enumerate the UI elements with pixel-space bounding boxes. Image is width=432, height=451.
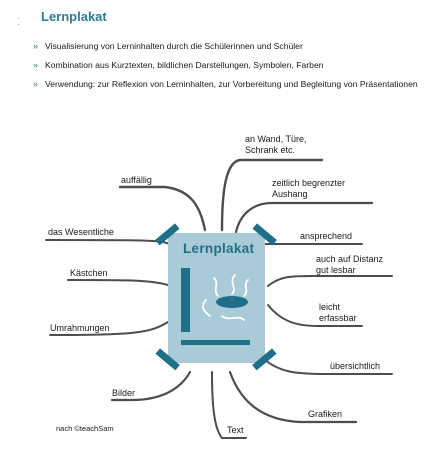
list-item: »Visualisierung von Lerninhalten durch d… bbox=[33, 41, 303, 51]
label-wesentliche: das Wesentliche bbox=[48, 227, 114, 237]
label-umrahmungen: Umrahmungen bbox=[50, 323, 110, 333]
label-grafiken: Grafiken bbox=[308, 409, 343, 419]
poster-text-column-icon bbox=[181, 268, 190, 332]
source-credit: nach ©teachSam bbox=[56, 424, 114, 433]
label-wand: an Wand, Türe, Schrank etc. bbox=[245, 134, 307, 155]
label-bilder: Bilder bbox=[112, 388, 136, 398]
bullet-marker-icon: » bbox=[33, 41, 39, 51]
list-item: »Verwendung: zur Reflexion von Lerninhal… bbox=[33, 79, 418, 89]
branch-text bbox=[211, 371, 247, 439]
bullet-list: »Visualisierung von Lerninhalten durch d… bbox=[33, 40, 423, 97]
poster-dish-icon bbox=[216, 296, 248, 308]
tape-bottom-left-icon bbox=[155, 348, 180, 371]
tape-top-right-icon bbox=[252, 223, 277, 246]
poster-steam-icon bbox=[202, 274, 249, 321]
label-uebersichtlich: übersichtlich bbox=[330, 361, 381, 371]
mind-map-branches bbox=[45, 158, 393, 439]
branch-grafiken bbox=[228, 370, 358, 424]
label-zeitlich: zeitlich begrenzter Aushang bbox=[272, 178, 346, 199]
branch-uebersichtlich bbox=[264, 359, 393, 375]
branch-umrahmungen bbox=[49, 321, 169, 336]
branch-auffaellig bbox=[118, 185, 207, 232]
branch-wesentliche bbox=[45, 239, 171, 245]
branch-leicht bbox=[267, 304, 363, 327]
poster-title: Lernplakat bbox=[183, 241, 255, 256]
label-text: Text bbox=[227, 425, 244, 435]
label-kaestchen: Kästchen bbox=[70, 268, 108, 278]
label-leicht: leicht erfassbar bbox=[319, 302, 357, 323]
poster-tape bbox=[155, 223, 277, 371]
label-auffaellig: auffällig bbox=[121, 175, 152, 185]
page-title: Lernplakat bbox=[41, 9, 107, 24]
list-item: »Kombination aus Kurztexten, bildlichen … bbox=[33, 60, 324, 70]
tape-top-left-icon bbox=[155, 223, 180, 246]
branch-zeitlich bbox=[234, 201, 374, 234]
label-distanz: auch auf Distanz gut lesbar bbox=[316, 254, 384, 275]
header-decoration: · · bbox=[17, 13, 22, 29]
bullet-marker-icon: » bbox=[33, 79, 39, 89]
poster-footer-bar-icon bbox=[181, 340, 250, 345]
branch-wand bbox=[220, 158, 324, 232]
branch-distanz bbox=[267, 275, 393, 287]
bullet-marker-icon: » bbox=[33, 60, 39, 70]
branch-kaestchen bbox=[67, 279, 169, 286]
branch-bilder bbox=[110, 370, 192, 402]
label-ansprechend: ansprechend bbox=[300, 231, 353, 241]
tape-bottom-right-icon bbox=[252, 348, 277, 371]
